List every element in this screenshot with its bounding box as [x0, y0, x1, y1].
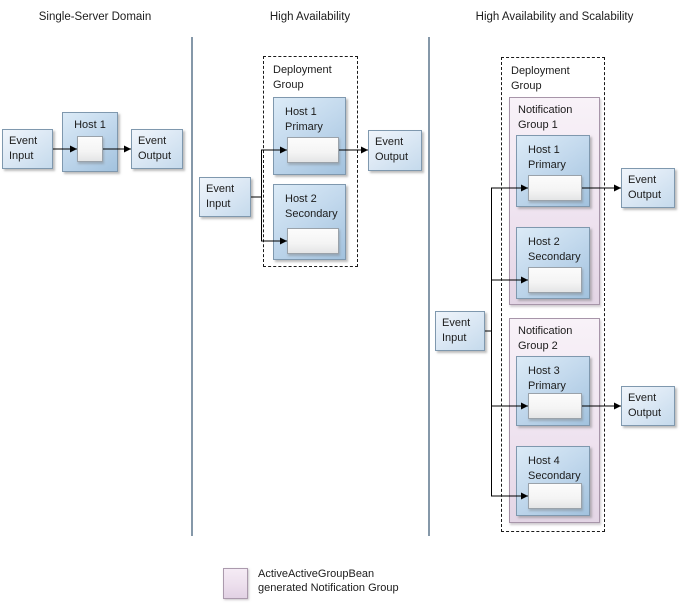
deployment-group-label: Deployment Group: [511, 65, 570, 92]
event-input-label: Event Input: [9, 135, 38, 162]
event-output-box: Event Output: [368, 130, 422, 171]
notification-group-label: Notification Group 2: [518, 325, 573, 352]
server-instance-box: [528, 267, 582, 293]
event-output-label: Event Output: [375, 136, 409, 163]
event-input-box: Event Input: [435, 311, 485, 351]
server-instance-box: [287, 228, 339, 254]
host-box: Host 1 Primary: [273, 97, 346, 175]
host-label: Host 2 Secondary: [528, 236, 581, 263]
server-instance-box: [287, 137, 339, 163]
event-output-box: Event Output: [131, 129, 183, 169]
server-instance-box: [77, 136, 103, 162]
event-output-box: Event Output: [621, 168, 675, 208]
notification-group-label: Notification Group 1: [518, 104, 573, 131]
event-input-label: Event Input: [206, 183, 235, 210]
event-input-box: Event Input: [199, 177, 251, 217]
column-divider: [428, 37, 430, 536]
host-label: Host 1 Primary: [528, 144, 566, 171]
column-divider: [191, 37, 193, 536]
event-input-box: Event Input: [2, 129, 53, 169]
legend-label: ActiveActiveGroupBean generated Notifica…: [258, 568, 399, 594]
host-label: Host 2 Secondary: [285, 193, 338, 220]
host-label: Host 3 Primary: [528, 365, 566, 392]
event-output-label: Event Output: [628, 174, 662, 201]
deployment-group-label: Deployment Group: [273, 64, 332, 91]
host-label: Host 4 Secondary: [528, 455, 581, 482]
event-output-box: Event Output: [621, 386, 675, 426]
host-box: Host 1: [62, 112, 118, 172]
host-label: Host 1 Primary: [285, 106, 323, 133]
column-title-high-availability-scalability: High Availability and Scalability: [475, 11, 634, 23]
server-instance-box: [528, 483, 582, 509]
host-box: Host 2 Secondary: [516, 227, 590, 299]
host-label: Host 1: [74, 119, 106, 131]
event-output-label: Event Output: [628, 392, 662, 419]
event-output-label: Event Output: [138, 135, 172, 162]
server-instance-box: [528, 175, 582, 201]
notification-group-legend-swatch: [223, 568, 248, 599]
column-title-high-availability: High Availability: [269, 11, 351, 23]
server-instance-box: [528, 393, 582, 419]
deployment-group-box: Deployment Group: [263, 56, 358, 267]
column-title-single-server-domain: Single-Server Domain: [38, 11, 152, 23]
deployment-group-box: Deployment Group: [501, 57, 605, 532]
event-input-label: Event Input: [442, 317, 471, 344]
